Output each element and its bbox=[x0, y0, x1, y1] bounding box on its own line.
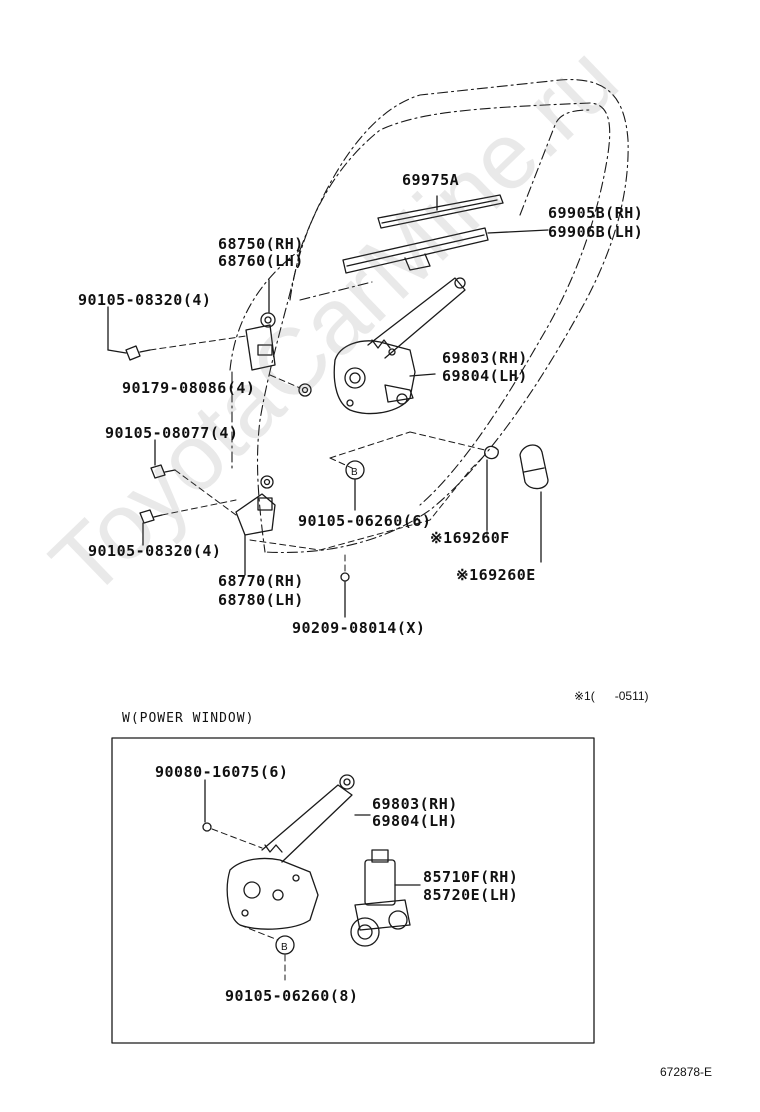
label-90105-06260-top: 90105-06260(6) bbox=[298, 512, 432, 530]
label-69975A: 69975A bbox=[402, 171, 460, 189]
callout-b-pw-letter: B bbox=[281, 942, 288, 953]
assembly-dashed-lines-pw bbox=[212, 829, 285, 980]
nut-90179-08086 bbox=[299, 384, 311, 396]
label-90105-08320-top: 90105-08320(4) bbox=[78, 291, 212, 309]
handle-69260F bbox=[485, 446, 499, 530]
glass-run-channel-69975A bbox=[378, 195, 503, 228]
label-90105-08320-bottom: 90105-08320(4) bbox=[88, 542, 222, 560]
callout-b-top bbox=[346, 461, 364, 510]
label-90209-08014: 90209-08014(X) bbox=[292, 619, 426, 637]
door-frame-outline bbox=[230, 80, 628, 553]
label-69804-pw: 69804(LH) bbox=[372, 812, 458, 830]
upper-hinge-68750 bbox=[246, 280, 275, 370]
power-window-frame bbox=[112, 738, 594, 1043]
label-69260F: ※169260F bbox=[430, 529, 510, 547]
label-85710F: 85710F(RH) bbox=[423, 868, 519, 886]
label-68750: 68750(RH) bbox=[218, 235, 304, 253]
window-regulator-manual bbox=[334, 278, 465, 414]
diagram-id: 672878-E bbox=[660, 1065, 713, 1079]
label-69803-pw: 69803(RH) bbox=[372, 795, 458, 813]
bolt-90105-08320-top bbox=[108, 307, 150, 360]
label-69260E: ※169260E bbox=[456, 566, 536, 584]
label-68760: 68760(LH) bbox=[218, 252, 304, 270]
bolt-90080-16075 bbox=[203, 780, 211, 831]
bolt-90105-08320-bottom bbox=[140, 510, 162, 545]
label-68780: 68780(LH) bbox=[218, 591, 304, 609]
label-90105-06260-pw: 90105-06260(8) bbox=[225, 987, 359, 1005]
label-90105-08077: 90105-08077(4) bbox=[105, 424, 239, 442]
window-regulator-power bbox=[227, 775, 370, 929]
label-85720E: 85720E(LH) bbox=[423, 886, 519, 904]
assembly-dashed-lines-top bbox=[150, 336, 485, 573]
lower-hinge-68770 bbox=[236, 476, 275, 575]
section-title-power-window: W(POWER WINDOW) bbox=[122, 711, 255, 726]
glass-channel-69905B bbox=[343, 228, 548, 273]
clip-90209-08014 bbox=[341, 573, 349, 617]
label-69804-top: 69804(LH) bbox=[442, 367, 528, 385]
label-69803-top: 69803(RH) bbox=[442, 349, 528, 367]
label-90179-08086: 90179-08086(4) bbox=[122, 379, 256, 397]
callout-b-pw bbox=[276, 936, 294, 954]
handle-69260E bbox=[520, 445, 548, 562]
callout-b-top-letter: B bbox=[351, 467, 358, 478]
power-window-motor-85710F bbox=[351, 850, 420, 946]
label-68770: 68770(RH) bbox=[218, 572, 304, 590]
leader-lines-top bbox=[487, 530, 541, 562]
label-69905B: 69905B(RH) bbox=[548, 204, 644, 222]
footnote-mark: ※1( -0511) bbox=[574, 689, 649, 703]
label-69906B: 69906B(LH) bbox=[548, 223, 644, 241]
label-90080-16075: 90080-16075(6) bbox=[155, 763, 289, 781]
bolt-90105-08077 bbox=[151, 440, 175, 478]
